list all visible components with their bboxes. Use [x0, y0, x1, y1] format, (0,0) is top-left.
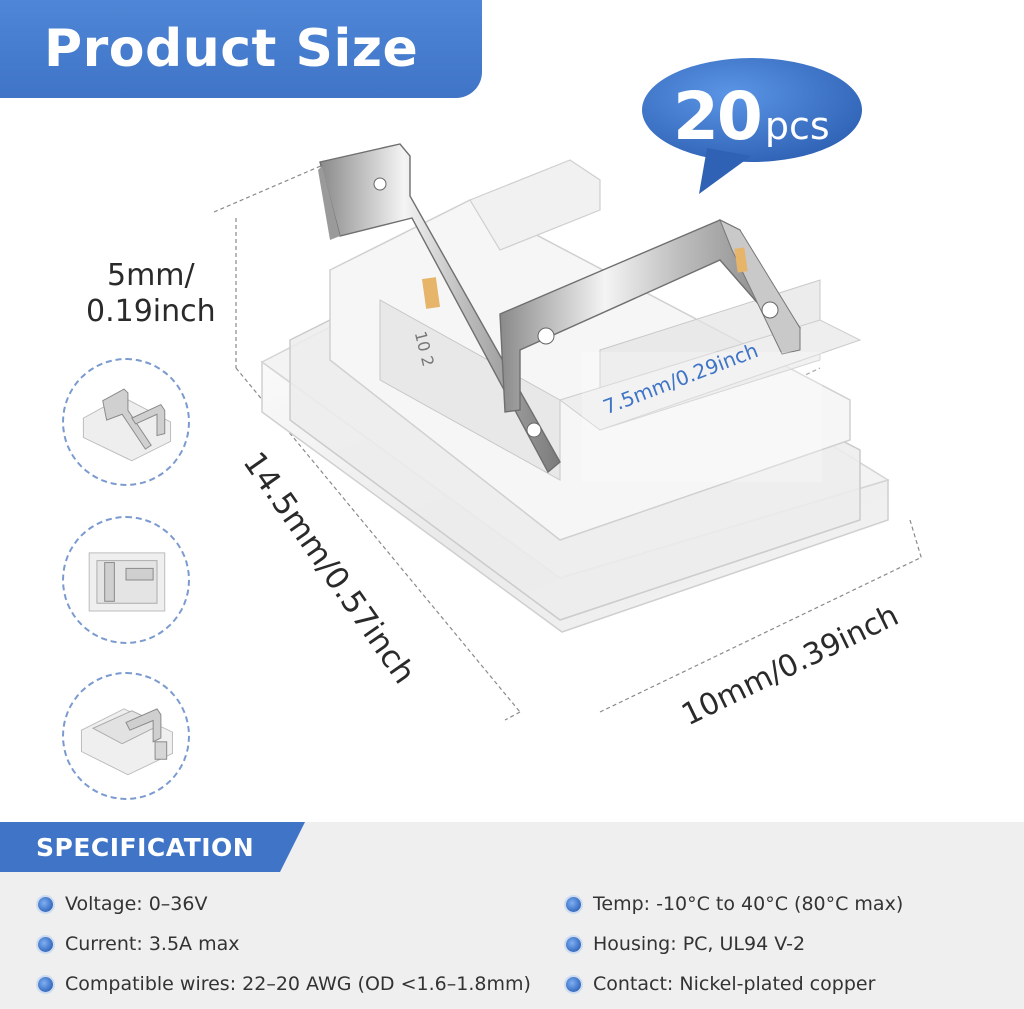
thumbnail-view-top	[62, 358, 190, 486]
spec-value: 3.5A max	[148, 933, 240, 955]
quantity-badge: 20 pcs	[641, 58, 863, 194]
spec-label: Compatible wires:	[65, 973, 237, 995]
spec-item-housing: Housing: PC, UL94 V-2	[566, 924, 903, 964]
spec-label: Voltage:	[65, 893, 143, 915]
thumbnail-view-side	[62, 672, 190, 800]
spec-value: Nickel-plated copper	[679, 973, 876, 995]
bullet-icon	[566, 896, 581, 912]
spec-item-wires: Compatible wires: 22–20 AWG (OD <1.6–1.8…	[38, 964, 531, 1004]
specification-heading: SPECIFICATION	[36, 833, 255, 862]
quantity-number: 20	[673, 78, 763, 155]
spec-label: Contact:	[593, 973, 674, 995]
specification-banner: SPECIFICATION	[0, 822, 305, 872]
bullet-icon	[566, 976, 581, 992]
connector-illustration	[213, 143, 923, 721]
connector-thumbnail-icon	[88, 552, 166, 612]
spec-value: -10°C to 40°C (80°C max)	[656, 893, 904, 915]
speech-bubble-icon	[642, 58, 862, 194]
bullet-icon	[38, 936, 53, 952]
connector-thumbnail-icon	[80, 708, 173, 776]
quantity-unit: pcs	[764, 104, 830, 148]
spec-item-temp: Temp: -10°C to 40°C (80°C max)	[566, 884, 903, 924]
height-dimension-label: 5mm/ 0.19inch	[86, 258, 216, 330]
thumbnail-view-front	[62, 516, 190, 644]
page-title: Product Size	[44, 19, 419, 79]
spec-item-voltage: Voltage: 0–36V	[38, 884, 531, 924]
bullet-icon	[566, 936, 581, 952]
quantity-text: 20 pcs	[673, 78, 830, 155]
spec-list-left: Voltage: 0–36V Current: 3.5A max Compati…	[38, 884, 531, 1004]
spec-label: Current:	[65, 933, 143, 955]
specification-section: SPECIFICATION Voltage: 0–36V Current: 3.…	[0, 822, 1024, 1009]
spec-item-current: Current: 3.5A max	[38, 924, 531, 964]
bullet-icon	[38, 896, 53, 912]
height-dimension-inch: 0.19inch	[86, 294, 216, 329]
connector-thumbnail-icon	[82, 388, 172, 462]
spec-value: PC, UL94 V-2	[682, 933, 806, 955]
spec-list-right: Temp: -10°C to 40°C (80°C max) Housing: …	[566, 884, 903, 1004]
spec-label: Housing:	[593, 933, 677, 955]
banner-shape	[0, 822, 305, 872]
spec-value: 0–36V	[148, 893, 208, 915]
page-title-banner: Product Size	[0, 0, 482, 98]
spec-label: Temp:	[593, 893, 651, 915]
bullet-icon	[38, 976, 53, 992]
spec-item-contact: Contact: Nickel-plated copper	[566, 964, 903, 1004]
spec-value: 22–20 AWG (OD <1.6–1.8mm)	[242, 973, 531, 995]
height-dimension-mm: 5mm/	[107, 258, 195, 293]
